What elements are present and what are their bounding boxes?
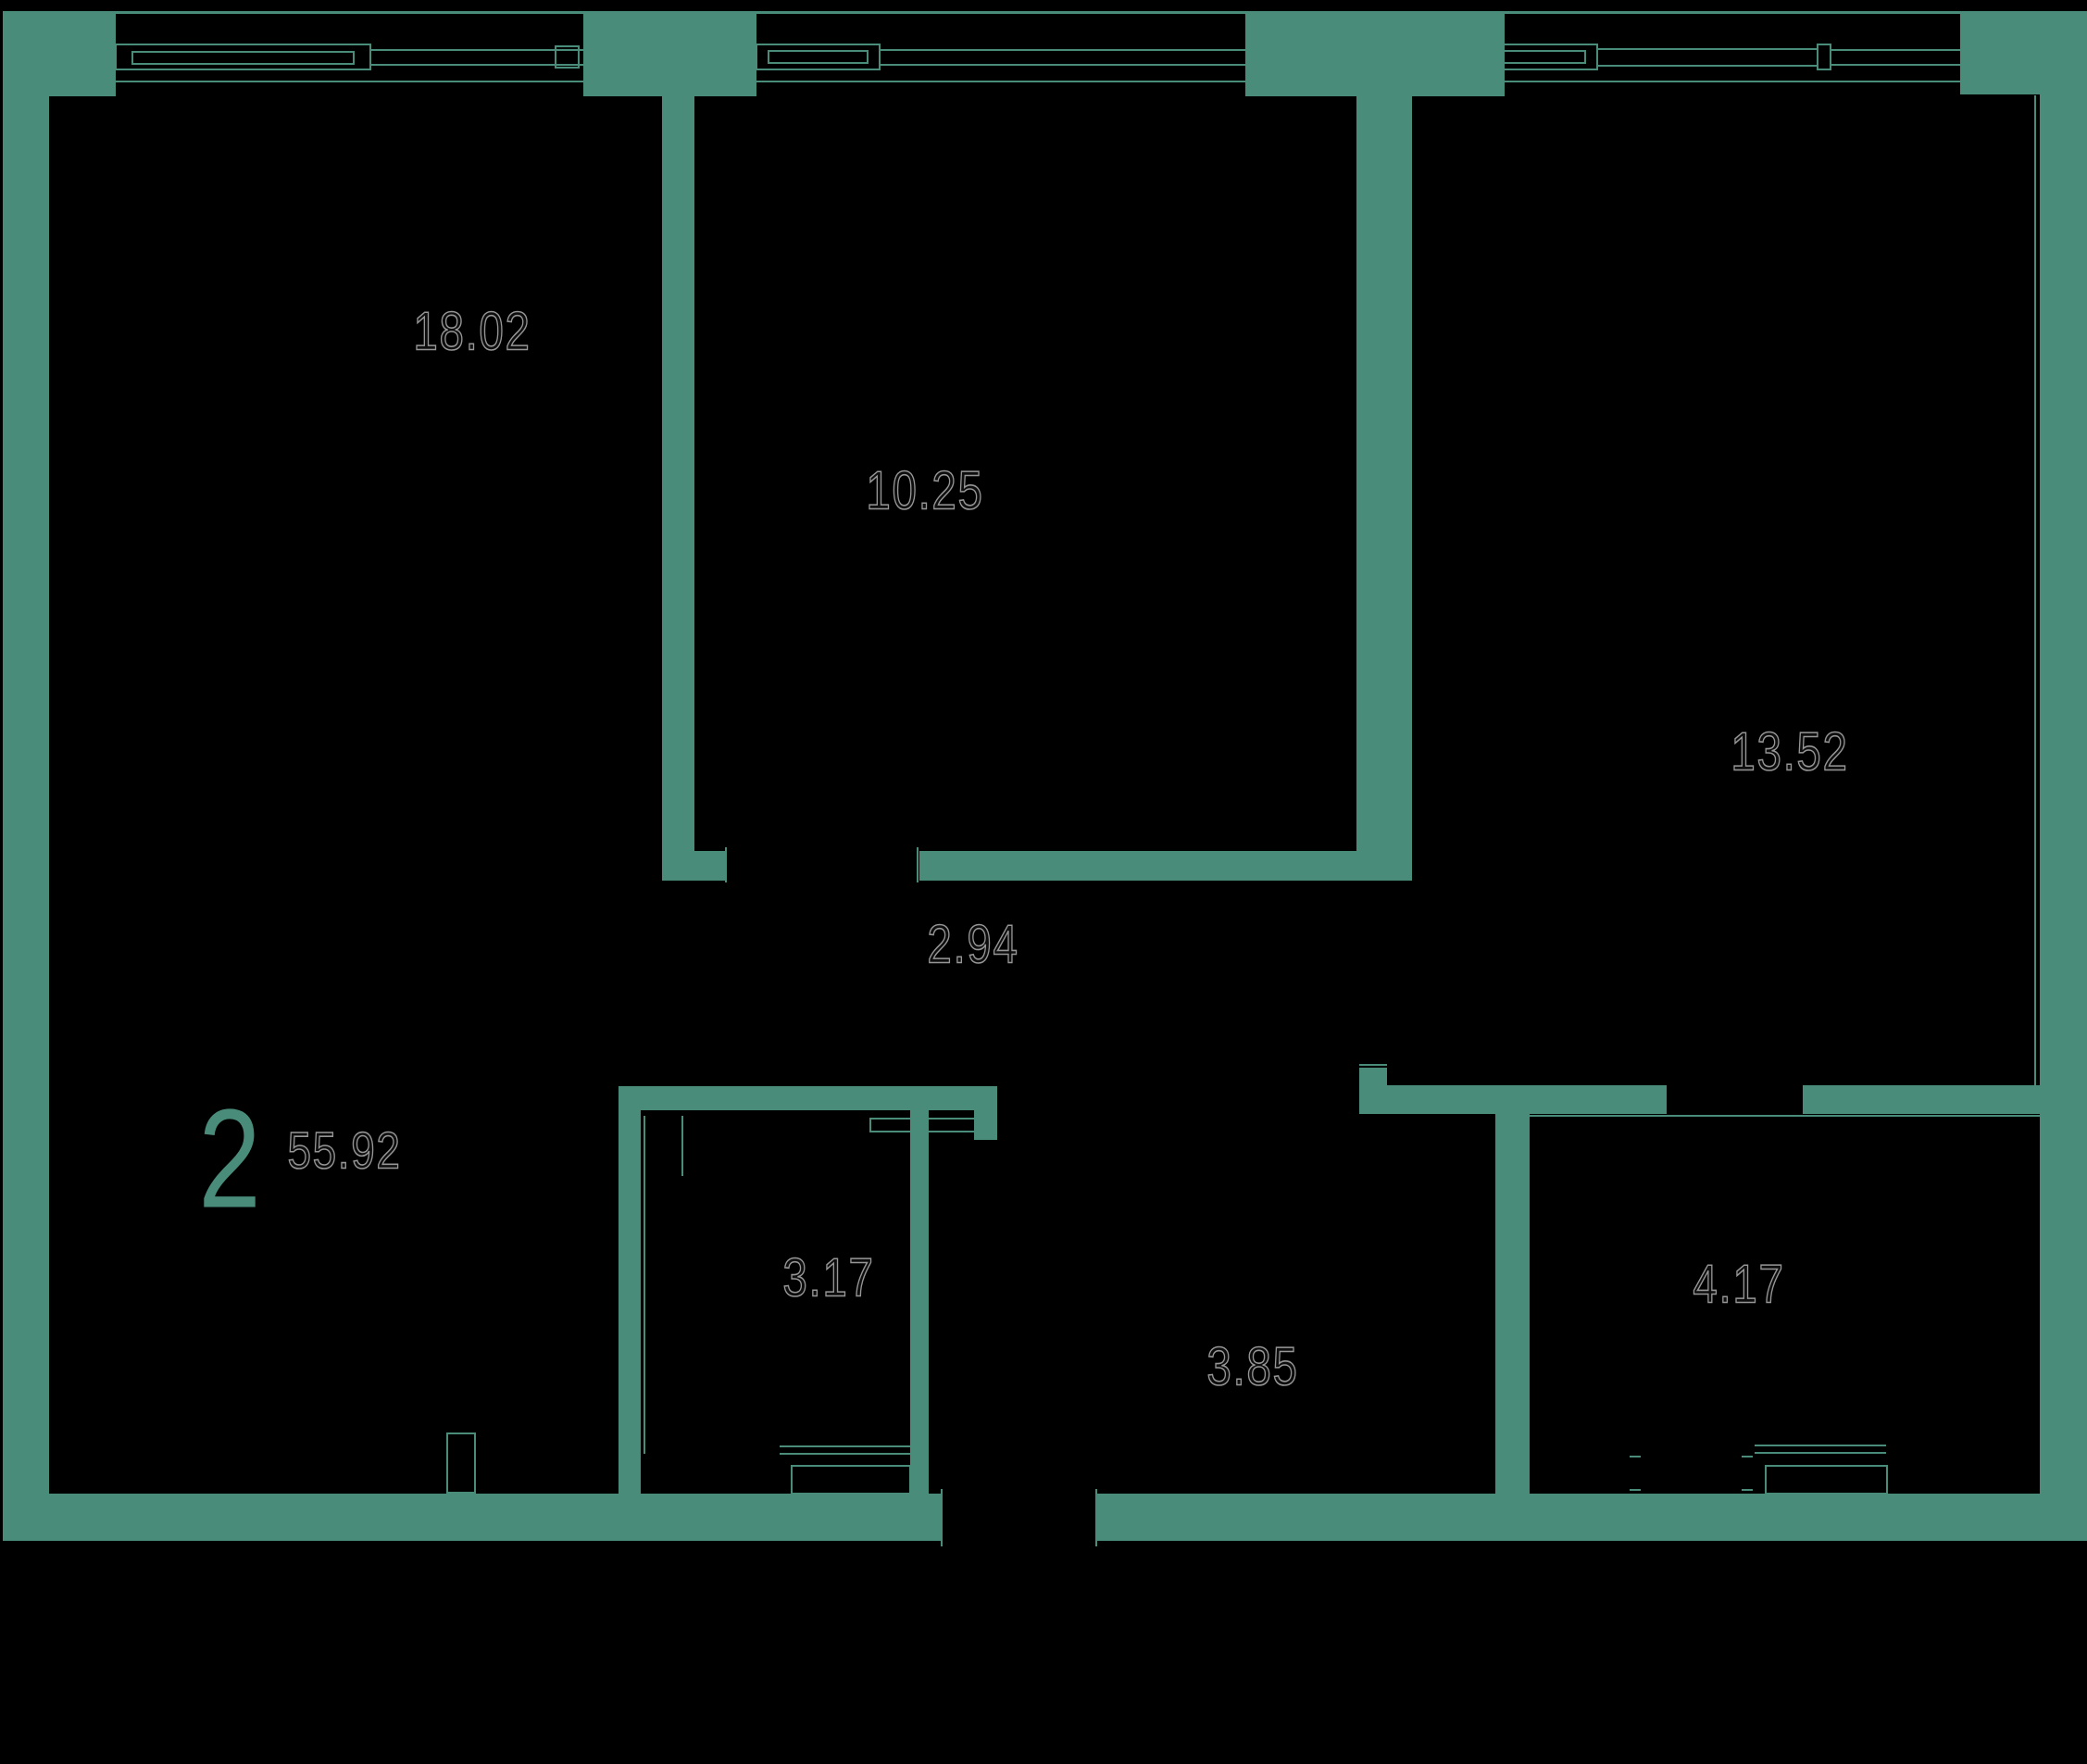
room-area-label-living: 18.02: [413, 301, 531, 363]
left-exterior-wall: [3, 11, 49, 1541]
wall-bath1-right: [910, 1110, 929, 1495]
inner-face-window3: [1505, 81, 1960, 82]
door-stub-bedroom2: [1359, 1068, 1387, 1114]
inner-face-window2: [756, 81, 1245, 82]
window-bracket: [555, 45, 580, 69]
window-frame: [115, 44, 371, 70]
pier-top-right-mid: [1245, 11, 1505, 96]
wall-bedroom-bottom: [919, 851, 1356, 881]
room-area-label-bathroom: 3.17: [782, 1247, 875, 1309]
wall-bath1-top: [619, 1086, 997, 1110]
inner-line-bath1-a: [644, 1116, 645, 1454]
exterior-walls: [3, 11, 2087, 1541]
window-bracket: [1817, 44, 1831, 70]
apartment-total-area: 55.92: [287, 1120, 402, 1181]
door-leaf-bath1: [791, 1465, 911, 1495]
wall-face-lines: [116, 81, 2043, 1454]
bottom-exterior-wall-left: [3, 1494, 943, 1541]
window-sash: [131, 51, 355, 65]
inner-face-window1: [116, 81, 583, 82]
window-icon-bedroom: [756, 44, 1245, 70]
interior-walls: [619, 95, 2043, 1495]
room-area-label-bathroom2: 4.17: [1693, 1254, 1785, 1316]
window-frame: [756, 44, 881, 70]
door-leaf-bath2: [1765, 1465, 1888, 1495]
inner-face-right-wall: [2034, 95, 2036, 1085]
threshold-bath2-door: [1528, 1115, 2043, 1117]
wall-living-bedroom: [662, 95, 694, 851]
top-wall-outer-face: [3, 11, 2084, 14]
pier-top-mid: [583, 11, 756, 96]
wall-corridor-top-a: [1387, 1085, 1667, 1114]
room-area-label-hallway: 2.94: [927, 914, 1019, 976]
pier-top-right-corner: [1960, 11, 2087, 94]
room-area-label-bedroom2: 13.52: [1731, 721, 1849, 783]
windows: [115, 44, 1960, 70]
window-icon-bedroom2: [1481, 44, 1960, 70]
window-icon-living: [115, 44, 583, 70]
wall-bedrooms-divider: [1356, 95, 1412, 881]
wall-living-bedroom-foot: [662, 851, 727, 881]
apartment-rooms-count: 2: [198, 1080, 261, 1238]
window-sash: [1493, 50, 1586, 64]
door-leaf-living: [446, 1432, 476, 1494]
inner-line-bath1-b: [681, 1116, 683, 1176]
room-area-label-bedroom: 10.25: [866, 460, 984, 522]
window-glazing-panel: [1596, 48, 1818, 67]
room-area-label-corridor: 3.85: [1206, 1336, 1299, 1398]
wall-corridor-top-b: [1803, 1085, 2043, 1114]
wall-bath1-left: [619, 1086, 641, 1495]
wall-corridor-bath2: [1495, 1114, 1530, 1495]
sliding-door-bath1: [869, 1118, 976, 1132]
door-stub-bath1: [974, 1110, 997, 1140]
doors: [446, 847, 1888, 1546]
right-exterior-wall: [2040, 91, 2087, 1541]
bottom-exterior-wall-right: [1095, 1494, 2087, 1541]
window-sash: [768, 50, 869, 64]
